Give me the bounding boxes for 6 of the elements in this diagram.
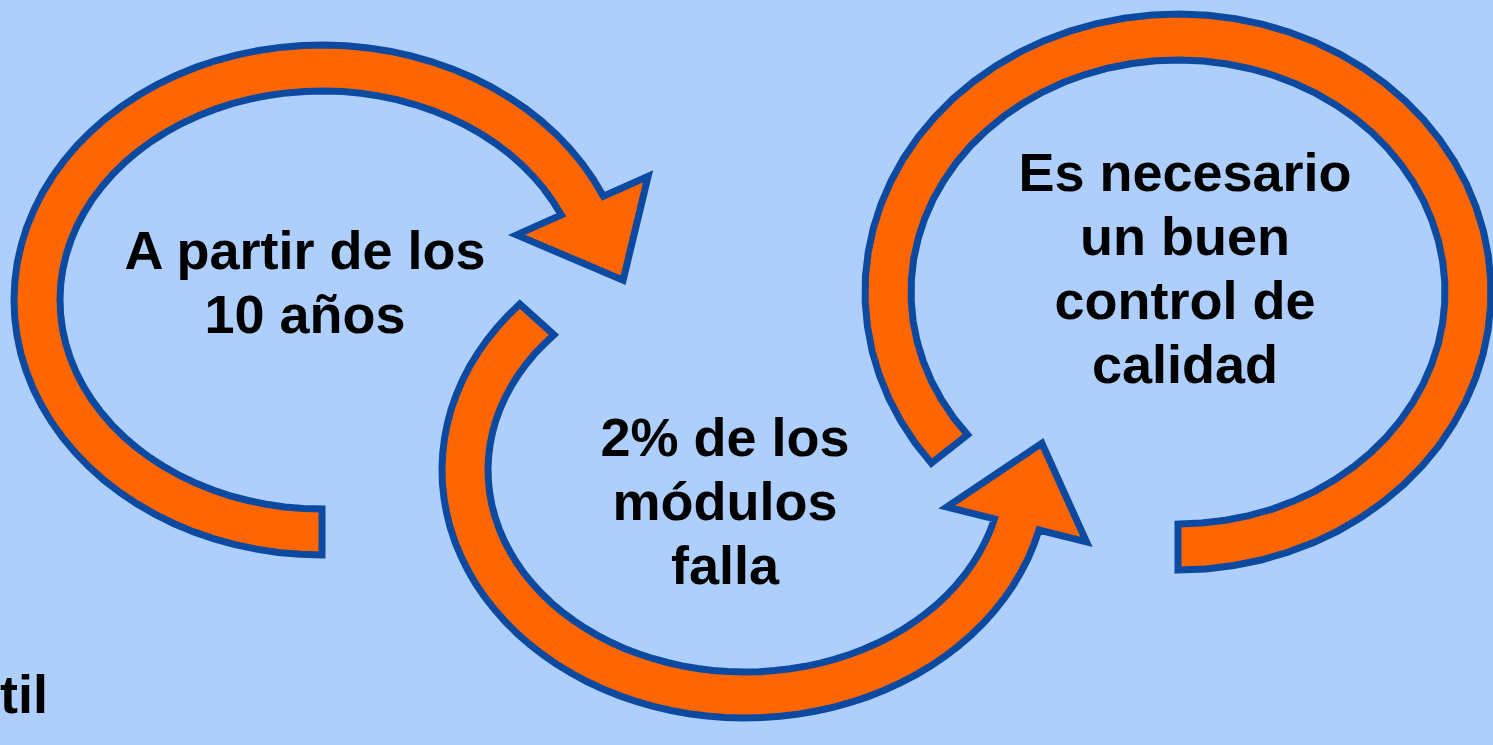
node-text: Es necesario un buen control de calidad	[1017, 141, 1353, 396]
node-text: A partir de los 10 años	[123, 219, 487, 346]
cut-off-text: til	[0, 663, 48, 726]
curved-arrow	[10, 41, 654, 559]
node-text: 2% de los módulos falla	[599, 406, 851, 597]
curved-arrow	[438, 299, 1093, 722]
